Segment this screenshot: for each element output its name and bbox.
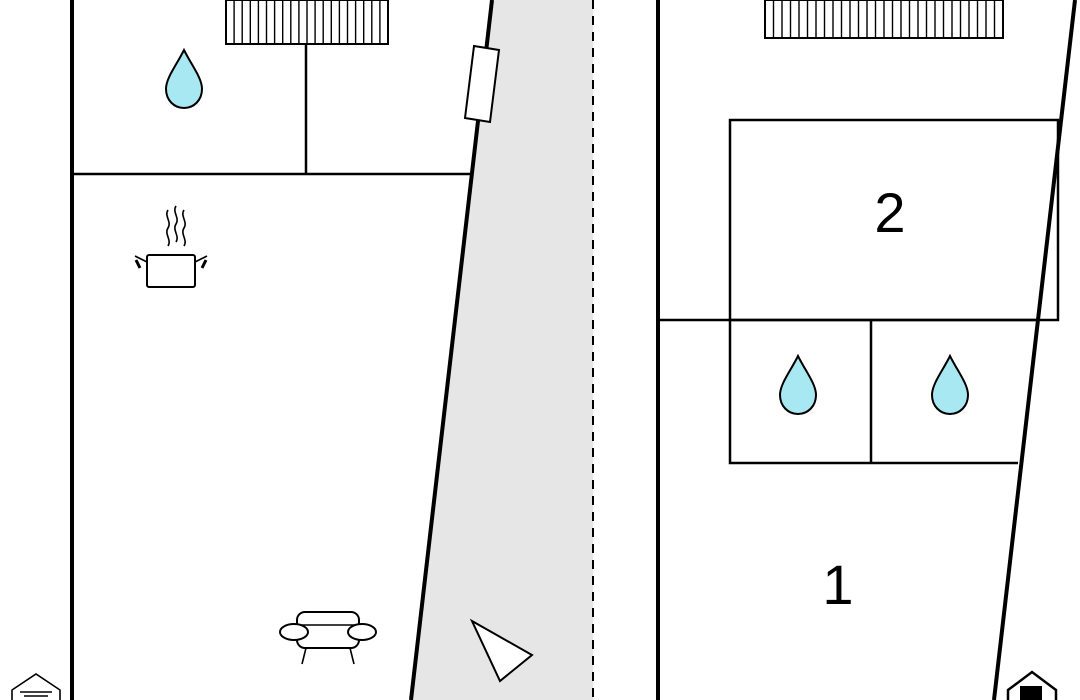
right-unit: 2 1: [656, 0, 1077, 700]
water-drop-icon: [930, 353, 970, 416]
corridor-area: [411, 0, 593, 700]
room-label-1: 1: [822, 553, 853, 616]
radiator-icon: [225, 0, 389, 45]
bathrooms-outline: [728, 320, 1018, 465]
right-unit-outer-wall-right: [992, 0, 1077, 700]
window-icon: [463, 44, 501, 124]
water-drop-icon: [164, 47, 204, 110]
radiator-icon: [764, 0, 1004, 39]
triangle-marker-icon: [469, 618, 534, 683]
cooking-pot-icon: [134, 205, 208, 288]
house-entrance-icon: [1006, 670, 1058, 700]
left-unit: [11, 0, 534, 700]
sofa-icon: [279, 611, 377, 665]
water-drop-icon: [778, 353, 818, 416]
house-entrance-icon: [11, 673, 61, 700]
room-label-2: 2: [874, 181, 905, 244]
